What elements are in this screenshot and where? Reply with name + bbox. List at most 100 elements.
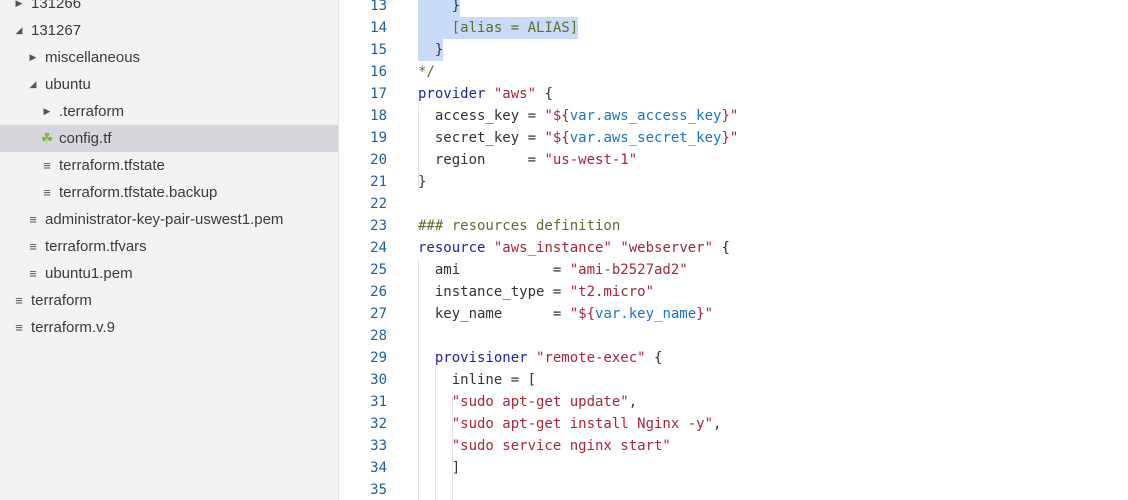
code-token: secret_key = (418, 130, 545, 146)
code-line[interactable]: 14 [alias = ALIAS] (339, 17, 1128, 39)
line-number: 34 (370, 460, 387, 476)
code-token: "${ (544, 130, 570, 146)
tree-item-label: config.tf (59, 130, 112, 147)
code-token: "sudo apt-get update" (418, 394, 629, 410)
tree-item-terraform[interactable]: ≡terraform (0, 287, 338, 314)
code-line[interactable]: 34 ] (339, 457, 1128, 479)
tree-item-terraform-v-9[interactable]: ≡terraform.v.9 (0, 314, 338, 341)
code-token: ### resources definition (418, 218, 621, 234)
tree-item-ubuntu[interactable]: ◢ubuntu (0, 71, 338, 98)
code-token: [alias = ALIAS] (418, 20, 579, 36)
file-lines-icon: ≡ (43, 158, 51, 173)
code-line[interactable]: 16*/ (339, 61, 1128, 83)
code-token: "aws_instance" (493, 240, 612, 256)
code-token: }" (721, 130, 739, 146)
code-line[interactable]: 20 region = "us-west-1" (339, 149, 1128, 171)
code-line[interactable]: 27 key_name = "${var.key_name}" (339, 303, 1128, 325)
tree-item-terraform-tfstate[interactable]: ≡ terraform.tfstate (0, 152, 338, 179)
line-number: 26 (370, 284, 387, 300)
tree-item-131266[interactable]: ▶ 131266 (0, 0, 338, 17)
tree-item-administrator-key-pair-uswest1-pem[interactable]: ≡administrator-key-pair-uswest1.pem (0, 206, 338, 233)
line-number: 13 (370, 0, 387, 14)
code-text: */ (418, 61, 435, 83)
line-number: 33 (370, 438, 387, 454)
chevron-right-icon[interactable]: ▶ (29, 52, 37, 62)
chevron-right-icon[interactable]: ▶ (43, 106, 51, 116)
code-text: resource "aws_instance" "webserver" { (418, 237, 730, 259)
chevron-right-icon[interactable]: ▶ (15, 0, 23, 8)
chevron-down-icon[interactable]: ◢ (15, 25, 23, 35)
code-token: var.aws_access_key (569, 108, 722, 124)
line-number: 15 (370, 42, 387, 58)
line-number: 24 (370, 240, 387, 256)
code-token: "webserver" (620, 240, 714, 256)
line-number: 21 (370, 174, 387, 190)
code-line[interactable]: 23 ### resources definition (339, 215, 1128, 237)
code-line[interactable]: 19 secret_key = "${var.aws_secret_key}" (339, 127, 1128, 149)
code-text: } (418, 39, 444, 61)
line-number: 14 (370, 20, 387, 36)
code-line[interactable]: 31 "sudo apt-get update", (339, 391, 1128, 413)
tree-item--terraform[interactable]: ▶ .terraform (0, 98, 338, 125)
code-line[interactable]: 29 provisioner "remote-exec" { (339, 347, 1128, 369)
tree-item-131267[interactable]: ◢131267 (0, 17, 338, 44)
code-text: } (418, 0, 461, 17)
tree-item-label: terraform.tfstate.backup (59, 184, 218, 201)
code-token: key_name = (418, 306, 570, 322)
code-line[interactable]: 13 } (339, 0, 1128, 17)
code-text: ] (418, 457, 460, 479)
code-line[interactable]: 15 } (339, 39, 1128, 61)
code-text: instance_type = "t2.micro" (418, 281, 654, 303)
code-token: "${ (544, 108, 570, 124)
line-number: 23 (370, 218, 387, 234)
code-token: provisioner (434, 350, 528, 366)
line-number: 25 (370, 262, 387, 278)
tree-item-terraform-tfvars[interactable]: ≡terraform.tfvars (0, 233, 338, 260)
indent-guide (435, 369, 436, 500)
code-text: ami = "ami-b2527ad2" (418, 259, 688, 281)
code-text: access_key = "${var.aws_access_key}" (418, 105, 738, 127)
tree-item-miscellaneous[interactable]: ▶miscellaneous (0, 44, 338, 71)
tree-item-label: 131266 (31, 0, 82, 12)
code-line[interactable]: 25 ami = "ami-b2527ad2" (339, 259, 1128, 281)
code-text: "sudo apt-get update", (418, 391, 637, 413)
code-line[interactable]: 32 "sudo apt-get install Nginx -y", (339, 413, 1128, 435)
tree-item-label: .terraform (59, 103, 125, 120)
code-token: { (713, 240, 730, 256)
code-line[interactable]: 22 (339, 193, 1128, 215)
code-line[interactable]: 24 resource "aws_instance" "webserver" { (339, 237, 1128, 259)
code-line[interactable]: 33 "sudo service nginx start" (339, 435, 1128, 457)
line-number: 22 (370, 196, 387, 212)
code-text: "sudo service nginx start" (418, 435, 671, 457)
line-number: 31 (370, 394, 387, 410)
code-line[interactable]: 21} (339, 171, 1128, 193)
code-line[interactable]: 26 instance_type = "t2.micro" (339, 281, 1128, 303)
code-token: "aws" (493, 86, 537, 102)
code-text: "sudo apt-get install Nginx -y", (418, 413, 722, 435)
code-token: var.aws_secret_key (569, 130, 722, 146)
indent-guide (418, 259, 419, 500)
indent-guide (418, 105, 419, 193)
code-line[interactable]: 28 (339, 325, 1128, 347)
tree-item-terraform-tfstate-backup[interactable]: ≡terraform.tfstate.backup (0, 179, 338, 206)
chevron-down-icon[interactable]: ◢ (29, 79, 37, 89)
line-number: 30 (370, 372, 387, 388)
code-line[interactable]: 30 inline = [ (339, 369, 1128, 391)
tree-item-label: ubuntu1.pem (45, 265, 133, 282)
code-token: access_key = (418, 108, 545, 124)
tree-item-ubuntu1-pem[interactable]: ≡ubuntu1.pem (0, 260, 338, 287)
code-text: secret_key = "${var.aws_secret_key}" (418, 127, 738, 149)
code-line[interactable]: 18 access_key = "${var.aws_access_key}" (339, 105, 1128, 127)
terraform-file-icon: ☘ (40, 130, 54, 146)
tree-item-label: terraform.tfvars (45, 238, 147, 255)
line-number: 32 (370, 416, 387, 432)
code-token: "sudo service nginx start" (418, 438, 671, 454)
code-token: "ami-b2527ad2" (569, 262, 688, 278)
line-number: 18 (370, 108, 387, 124)
tree-item-label: terraform.tfstate (59, 157, 165, 174)
code-line[interactable]: 35 (339, 479, 1128, 500)
line-number: 17 (370, 86, 387, 102)
tree-item-config-tf[interactable]: ☘ config.tf (0, 125, 338, 152)
